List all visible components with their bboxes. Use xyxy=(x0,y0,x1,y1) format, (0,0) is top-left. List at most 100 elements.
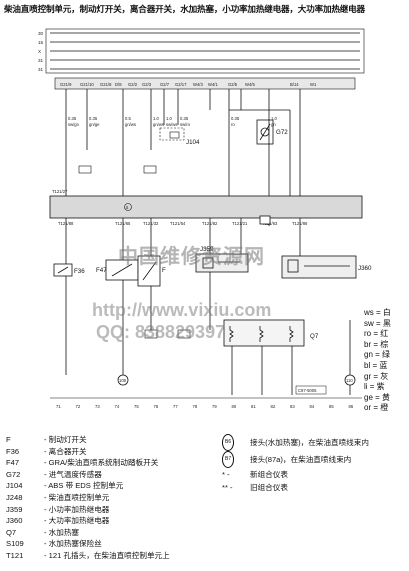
ground-labels: 109 110 xyxy=(119,378,353,383)
rail-label: 15 xyxy=(38,40,44,45)
f36-switch xyxy=(53,263,73,277)
j360-label: J360 xyxy=(358,265,372,272)
wire-color-label: ro xyxy=(231,122,235,127)
legend-text: - 进气温度传感器 xyxy=(44,469,102,479)
wire-color-label: sw/gn xyxy=(68,122,80,127)
connector-legend-text: 接头(水加热塞)，在柴油直喷线束内 xyxy=(250,438,369,447)
legend-text: - 水加热塞 xyxy=(44,527,80,537)
connector-label: B/14 xyxy=(290,82,299,87)
legend-item: J359- 小功率加热继电器 xyxy=(6,504,170,516)
legend-item: Q7- 水加热塞 xyxy=(6,527,170,539)
legend-item: F- 制动灯开关 xyxy=(6,434,170,446)
legend-code: J248 xyxy=(6,492,23,502)
color-legend-item: gr = 灰 xyxy=(364,371,389,381)
connector-legend-symbol: B6 xyxy=(222,434,250,451)
footer-code: C97-5005 xyxy=(298,388,317,393)
wire-size-label: 0.35 xyxy=(68,116,77,121)
legend-item: J360- 大功率加热继电器 xyxy=(6,515,170,527)
wire-size-label: 0.35 xyxy=(231,116,240,121)
wire-color-label: sw/ws xyxy=(166,122,177,127)
connector-legend-item: B7 接头(87a)，在柴油直喷线束内 xyxy=(222,451,369,468)
ground-label: 109 xyxy=(119,378,127,383)
wire-size-label: 1.0 xyxy=(166,116,172,121)
f36-label: F36 xyxy=(74,268,85,275)
wire-color-label: sw/ro xyxy=(180,122,191,127)
legend-item: J248- 柴油直喷控制单元 xyxy=(6,492,170,504)
connector-label: W4/3 xyxy=(193,82,203,87)
wire-size-label: 0.35 xyxy=(89,116,98,121)
bottom-number: 86 xyxy=(349,404,354,409)
rail-label: 31 xyxy=(38,58,44,63)
j359-relay xyxy=(195,253,249,273)
connector-legend-text: 旧组合仪表 xyxy=(250,483,288,492)
bottom-number: 84 xyxy=(310,404,315,409)
connector-label: G2/17 xyxy=(175,82,187,87)
f-label: F xyxy=(162,267,166,274)
legend-text: - GRA/柴油直喷系统制动踏板开关 xyxy=(44,458,159,468)
legend-code: F36 xyxy=(6,446,20,456)
connector-label: G21/8 xyxy=(100,82,112,87)
module-pin-label: T121/21 xyxy=(232,221,248,226)
bottom-number: 79 xyxy=(212,404,217,409)
s109-fuse xyxy=(259,215,271,225)
q7-heater-plugs xyxy=(223,319,305,347)
ground-symbols xyxy=(117,374,356,386)
bottom-number: 75 xyxy=(134,404,139,409)
t121-label: T121/27 xyxy=(52,189,68,194)
watermark-line3: QQ: 838829397 xyxy=(96,322,226,342)
color-legend-item: ge = 黄 xyxy=(364,392,391,402)
bottom-connectors xyxy=(144,329,191,339)
wire-color-label: gn xyxy=(271,122,276,127)
legend-item: J104- ABS 带 EDS 控制单元 xyxy=(6,480,170,492)
g72-sensor xyxy=(256,119,274,145)
wire-color-label: gn/ws xyxy=(153,122,164,127)
j248-mark: 5 xyxy=(126,205,129,210)
connector-label: W1 xyxy=(310,82,317,87)
bottom-number: 74 xyxy=(115,404,120,409)
color-legend-item: bl = 蓝 xyxy=(364,360,388,370)
ground-label: 110 xyxy=(346,378,353,383)
color-legend-item: li = 紫 xyxy=(364,382,385,392)
connector-legend-text: 新组合仪表 xyxy=(250,470,288,479)
legend-code: F xyxy=(6,435,11,444)
connector-strip xyxy=(54,77,356,90)
legend-code: J104 xyxy=(6,481,23,491)
bottom-number: 80 xyxy=(232,404,237,409)
connector-legend-item: ** -旧组合仪表 xyxy=(222,481,369,494)
connector-circle-icon: B7 xyxy=(222,451,235,468)
legend-text: - 大功率加热继电器 xyxy=(44,516,110,526)
rail-label: 31 xyxy=(38,67,44,72)
module-pin-label: T121/54 xyxy=(170,221,186,226)
q7-label: Q7 xyxy=(310,333,319,340)
wire-size-label: 0.5 xyxy=(125,116,131,121)
j104-box xyxy=(159,127,185,141)
connector-label: G21/9 xyxy=(60,82,72,87)
rail-label: X xyxy=(38,49,41,54)
wire-size-label: 0.35 xyxy=(180,116,189,121)
legend-text: - 水加热塞保险丝 xyxy=(44,539,102,549)
upper-wires xyxy=(65,89,301,196)
legend-text: - 离合器开关 xyxy=(44,446,87,456)
legend-code: T121 xyxy=(6,550,24,560)
bottom-number: 73 xyxy=(95,404,100,409)
bottom-number: 82 xyxy=(271,404,276,409)
connector-label: G2/2 xyxy=(128,82,138,87)
legend-text: - 121 孔插头，在柴油直喷控制单元上 xyxy=(44,550,170,560)
small-connectors xyxy=(78,131,180,174)
diagram-title: 柴油直喷控制单元，制动灯开关，离合器开关，水加热塞，小功率加热继电器，大功率加热… xyxy=(4,4,365,14)
legend-item: T121 - 121 孔插头，在柴油直喷控制单元上 xyxy=(6,550,170,562)
connector-legend-text: 接头(87a)，在柴油直喷线束内 xyxy=(250,455,352,464)
connector-legend-item: * -新组合仪表 xyxy=(222,468,369,481)
connector-label: G2/3 xyxy=(142,82,152,87)
color-legend-item: or = 橙 xyxy=(364,403,389,413)
top-bus-rails xyxy=(45,28,365,74)
color-legend-item: br = 棕 xyxy=(364,339,389,349)
